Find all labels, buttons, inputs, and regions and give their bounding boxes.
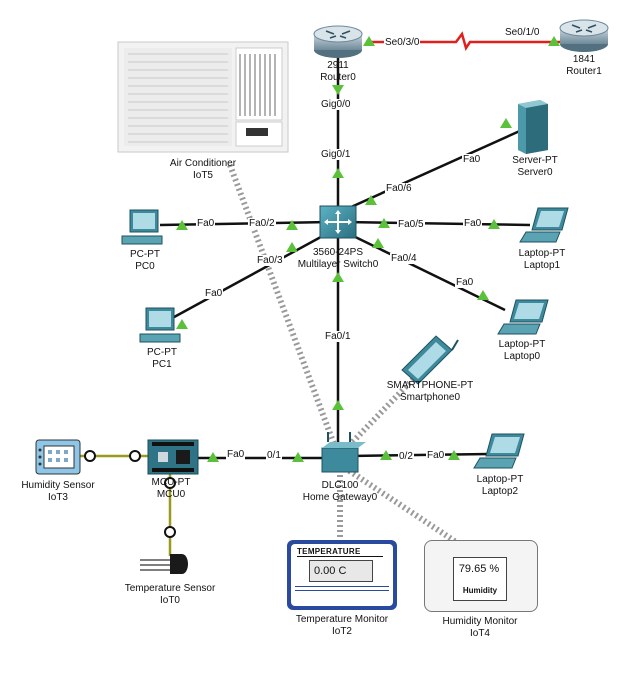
port-label-lap1-fa: Fa0 — [463, 218, 483, 229]
temperature-monitor-title: TEMPERATURE — [297, 547, 361, 556]
wireless-link-smartphone — [337, 369, 423, 458]
port-label-sw-fa02: Fa0/2 — [248, 218, 276, 229]
smartphone0-icon[interactable] — [401, 335, 459, 385]
port-label-sw-fa06: Fa0/6 — [385, 183, 413, 194]
port-label-lap2-fa: Fa0 — [426, 450, 446, 461]
port-label-lap0-fa: Fa0 — [455, 277, 475, 288]
port-label-sw-fa01: Fa0/1 — [324, 331, 352, 342]
port-label-sw-fa04: Fa0/4 — [390, 253, 418, 264]
home-gateway-icon[interactable] — [321, 432, 366, 473]
port-label-r0-se: Se0/3/0 — [384, 37, 421, 48]
port-label-gw-01: 0/1 — [266, 450, 282, 461]
port-label-mcu-fa: Fa0 — [226, 449, 246, 460]
port-label-pc1-fa: Fa0 — [204, 288, 224, 299]
server0-icon[interactable] — [518, 100, 548, 154]
router0-icon[interactable] — [313, 25, 363, 58]
pc1-icon[interactable] — [139, 307, 181, 343]
humidity-sensor-icon[interactable] — [35, 439, 81, 475]
port-label-sw-gig: Gig0/1 — [320, 149, 352, 160]
port-label-srv-fa: Fa0 — [462, 154, 482, 165]
laptop2-icon[interactable] — [473, 433, 525, 469]
iot-link-endpoints — [84, 450, 176, 538]
wireless-link-ac — [227, 163, 341, 457]
multilayer-switch-icon[interactable] — [319, 205, 357, 239]
port-label-r0-gig: Gig0/0 — [320, 99, 352, 110]
temperature-monitor-reading: 0.00 C — [309, 560, 373, 582]
humidity-monitor-title: Humidity — [462, 586, 498, 595]
mcu0-icon[interactable] — [147, 439, 199, 475]
temperature-sensor-icon[interactable] — [140, 554, 188, 574]
air-conditioner-icon[interactable] — [117, 41, 289, 153]
port-label-sw-fa05: Fa0/5 — [397, 219, 425, 230]
port-label-pc0-fa: Fa0 — [196, 218, 216, 229]
serial-link — [366, 31, 560, 51]
laptop1-icon[interactable] — [519, 207, 569, 243]
router1-icon[interactable] — [559, 19, 609, 52]
port-label-sw-fa03: Fa0/3 — [256, 255, 284, 266]
port-label-gw-02: 0/2 — [398, 451, 414, 462]
temperature-monitor[interactable]: TEMPERATURE 0.00 C — [287, 540, 397, 610]
wireless-links — [227, 163, 467, 551]
pc0-icon[interactable] — [121, 209, 163, 245]
link-status-arrows — [176, 36, 560, 462]
humidity-monitor[interactable]: 79.65 % Humidity — [424, 540, 538, 612]
laptop0-icon[interactable] — [497, 299, 549, 335]
wireless-link-hum-monitor — [343, 465, 467, 551]
ethernet-links — [159, 55, 531, 460]
humidity-monitor-reading: 79.65 % — [458, 563, 500, 575]
port-label-r1-se: Se0/1/0 — [504, 27, 541, 38]
